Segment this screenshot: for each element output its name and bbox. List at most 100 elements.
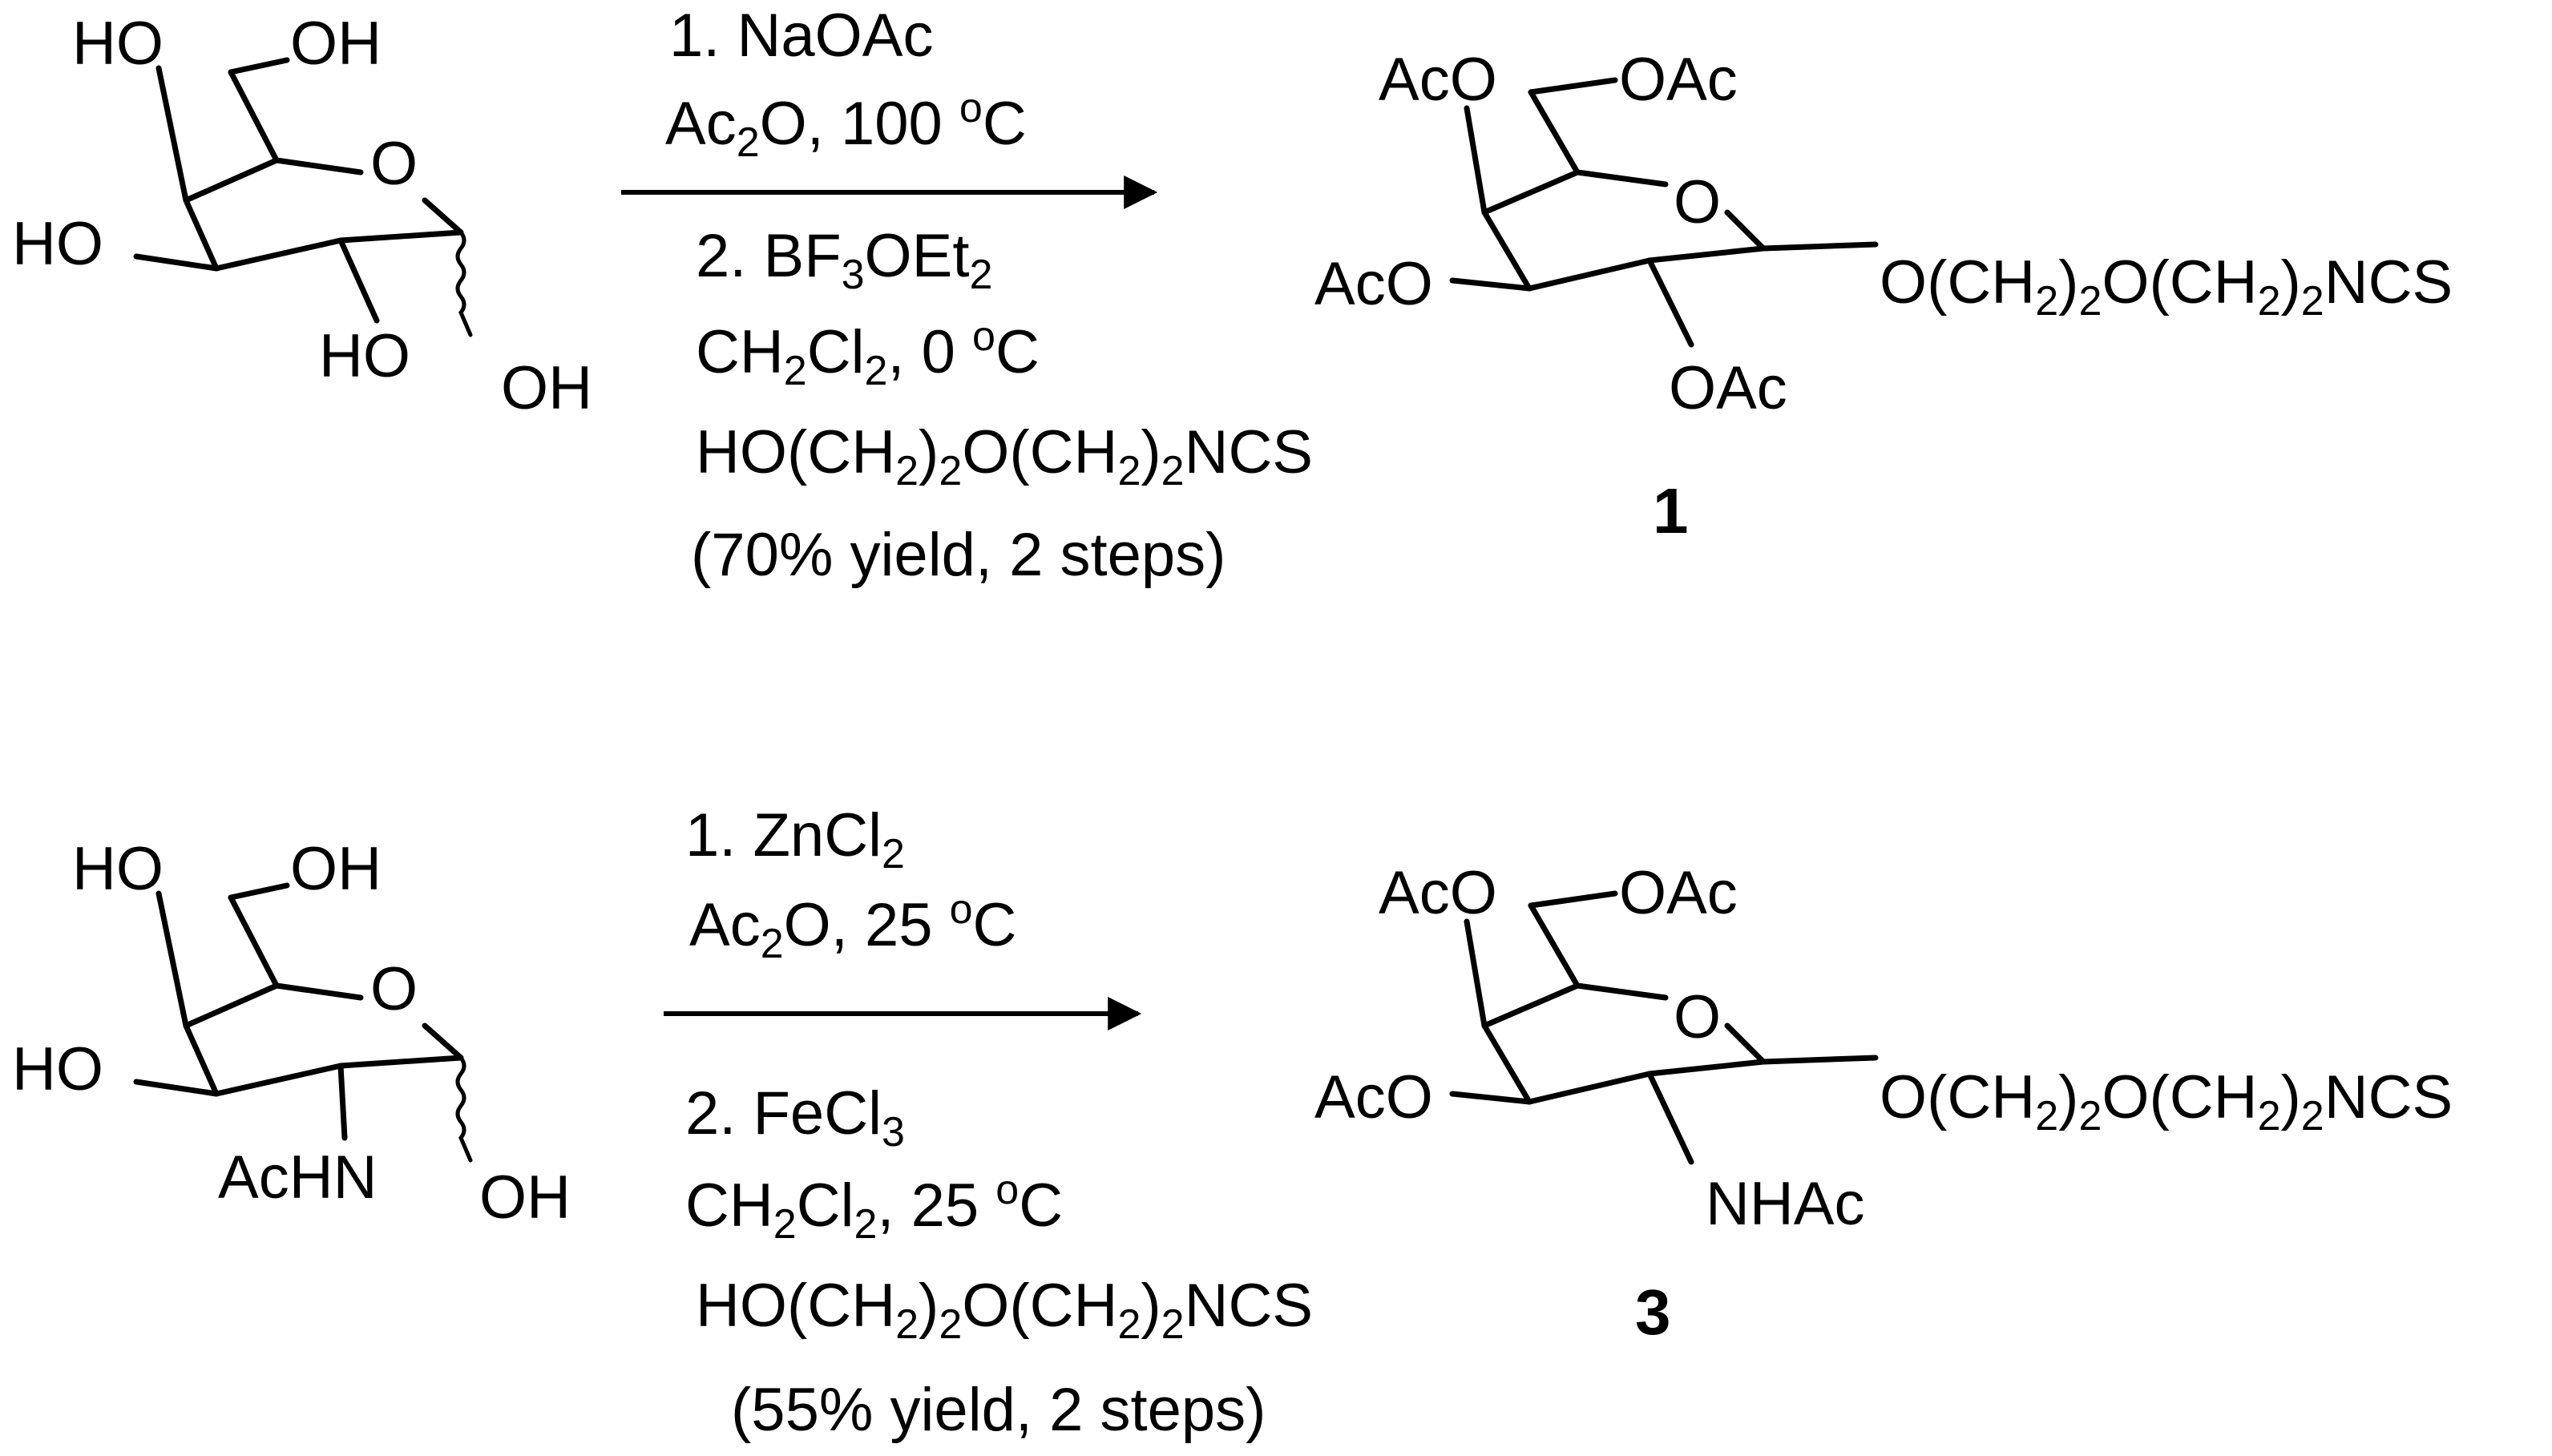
p3-chain-s2: 2 xyxy=(2078,1093,2102,1139)
p1-chain-a: O(CH xyxy=(1880,248,2035,317)
cond2-l3-main: 2. FeCl xyxy=(685,1079,882,1147)
sm2-ho-top-label: HO xyxy=(72,835,164,903)
p3-glycoside-chain: O(CH2)2O(CH2)2NCS xyxy=(1880,1063,2453,1139)
cond1-l3-main: 2. BF xyxy=(696,222,842,290)
p1-chain-e: NCS xyxy=(2324,248,2453,317)
cond1-line3: 2. BF3OEt2 xyxy=(696,222,992,298)
cond2-l2-end: C xyxy=(973,891,1017,959)
cond1-l3-sub2: 2 xyxy=(969,252,992,298)
p1-ring-o-label: O xyxy=(1674,168,1721,236)
cond1-l5-s3: 2 xyxy=(1117,448,1141,494)
cond1-l5-a: HO(CH xyxy=(696,418,895,486)
p3-ring-o-label: O xyxy=(1674,983,1721,1051)
cond1-l2-sup: o xyxy=(959,85,983,131)
cond1-l4-sub: 2 xyxy=(784,348,807,394)
cond2-l2-sub: 2 xyxy=(761,921,784,967)
p1-chain-c: O(CH xyxy=(2102,248,2257,317)
cond2-l4-sub2: 2 xyxy=(854,1201,877,1248)
cond1-line1: 1. NaOAc xyxy=(669,2,933,70)
cond1-l2-main: Ac xyxy=(665,90,737,158)
cond2-l2-rest: O, 25 xyxy=(784,891,950,959)
cond2-l2-sup: o xyxy=(950,886,973,933)
p3-chain-e: NCS xyxy=(2324,1063,2453,1131)
cond1-l4-mid: Cl xyxy=(807,318,865,386)
compound-number-1: 1 xyxy=(1653,475,1689,547)
cond2-line4: CH2Cl2, 25 oC xyxy=(685,1167,1063,1248)
cond1-l4-sup: o xyxy=(972,313,995,360)
cond2-l4-main: CH xyxy=(685,1172,773,1240)
compound-number-3: 3 xyxy=(1635,1277,1671,1348)
cond2-l5-d: ) xyxy=(1141,1272,1161,1340)
cond1-l2-rest: O, 100 xyxy=(760,90,959,158)
cond2-l5-s3: 2 xyxy=(1117,1301,1141,1348)
cond2-l5-a: HO(CH xyxy=(696,1272,895,1340)
p3-nhac-label: NHAc xyxy=(1706,1170,1864,1238)
p1-oac-bottom-label: OAc xyxy=(1669,354,1787,422)
sm2-oh-anomeric-label: OH xyxy=(479,1164,571,1232)
cond1-l5-c: O(CH xyxy=(962,418,1117,486)
cond2-line5: HO(CH2)2O(CH2)2NCS xyxy=(696,1272,1313,1348)
reaction-2: HO OH O HO AcHN OH 1. ZnCl2 Ac2O, 25 oC … xyxy=(12,801,2453,1444)
cond1-l5-s1: 2 xyxy=(895,448,919,494)
product-3: AcO OAc O AcO NHAc O(CH2)2O(CH2)2NCS 3 xyxy=(1314,859,2453,1348)
sm2-ring-o-label: O xyxy=(370,955,418,1023)
sm1-ho-left-label: HO xyxy=(12,210,103,278)
p3-chain-c: O(CH xyxy=(2102,1063,2257,1131)
p3-chain-s4: 2 xyxy=(2301,1093,2324,1139)
cond2-l4-sub: 2 xyxy=(773,1201,797,1248)
cond1-line4: CH2Cl2, 0 oC xyxy=(696,313,1040,394)
conditions-1: 1. NaOAc Ac2O, 100 oC 2. BF3OEt2 CH2Cl2,… xyxy=(665,2,1313,589)
p3-chain-s3: 2 xyxy=(2258,1093,2281,1139)
p1-oac-ch2-label: OAc xyxy=(1619,46,1738,114)
p3-chain-b: ) xyxy=(2058,1063,2078,1131)
cond2-l4-rest: , 25 xyxy=(877,1172,995,1240)
cond2-l5-c: O(CH xyxy=(962,1272,1117,1340)
cond1-yield: (70% yield, 2 steps) xyxy=(691,521,1226,589)
p3-chain-a: O(CH xyxy=(1880,1063,2035,1131)
p3-chain-s1: 2 xyxy=(2035,1093,2058,1139)
cond2-l5-e: NCS xyxy=(1185,1272,1313,1340)
p1-chain-s3: 2 xyxy=(2258,278,2281,325)
cond1-l3-sub: 3 xyxy=(842,252,865,298)
p3-aco-left-label: AcO xyxy=(1314,1063,1433,1131)
cond2-l5-s2: 2 xyxy=(939,1301,962,1348)
cond1-l2-end: C xyxy=(983,90,1027,158)
cond2-l4-mid: Cl xyxy=(797,1172,854,1240)
sm2-oh-ch2-label: OH xyxy=(290,835,382,903)
cond1-l4-sub2: 2 xyxy=(864,348,887,394)
cond2-l5-b: ) xyxy=(919,1272,939,1340)
cond2-l1-sub: 2 xyxy=(882,831,905,877)
p1-chain-s2: 2 xyxy=(2078,278,2102,325)
p1-chain-d: ) xyxy=(2280,248,2300,317)
conditions-2: 1. ZnCl2 Ac2O, 25 oC 2. FeCl3 CH2Cl2, 25… xyxy=(685,801,1313,1444)
p1-chain-b: ) xyxy=(2058,248,2078,317)
product-1: AcO OAc O AcO OAc O(CH2)2O(CH2)2NCS 1 xyxy=(1314,46,2453,547)
cond2-l3-sub: 3 xyxy=(882,1109,905,1156)
cond2-l4-sup: o xyxy=(995,1167,1019,1213)
cond1-l4-main: CH xyxy=(696,318,784,386)
cond1-l5-e: NCS xyxy=(1185,418,1313,486)
sm1-oh-anomeric-label: OH xyxy=(501,354,592,422)
p1-aco-top-label: AcO xyxy=(1379,46,1497,114)
sm1-oh-ch2-label: OH xyxy=(290,10,382,78)
cond1-l5-b: ) xyxy=(919,418,939,486)
galactose-starting-material: HO OH O HO HO OH xyxy=(12,10,592,422)
cond1-line5: HO(CH2)2O(CH2)2NCS xyxy=(696,418,1313,494)
bonds xyxy=(1449,890,1879,1165)
cond1-l5-d: ) xyxy=(1141,418,1161,486)
cond2-l4-end: C xyxy=(1019,1172,1063,1240)
cond1-l2-sub: 2 xyxy=(737,119,760,166)
bonds xyxy=(1449,77,1879,348)
sm2-ho-left-label: HO xyxy=(12,1035,103,1103)
cond1-l5-s4: 2 xyxy=(1161,448,1185,494)
sm2-achn-label: AcHN xyxy=(218,1143,377,1212)
reaction-1: HO OH O HO HO OH 1. NaOAc Ac2O, 100 oC 2… xyxy=(12,2,2453,589)
cond2-l2-main: Ac xyxy=(689,891,761,959)
p3-chain-d: ) xyxy=(2280,1063,2300,1131)
cond2-l1-main: 1. ZnCl xyxy=(685,801,882,869)
sm1-ring-o-label: O xyxy=(370,130,418,198)
cond1-l5-s2: 2 xyxy=(939,448,962,494)
sm1-ho-bottom-label: HO xyxy=(319,322,410,390)
cond2-l5-s1: 2 xyxy=(895,1301,919,1348)
